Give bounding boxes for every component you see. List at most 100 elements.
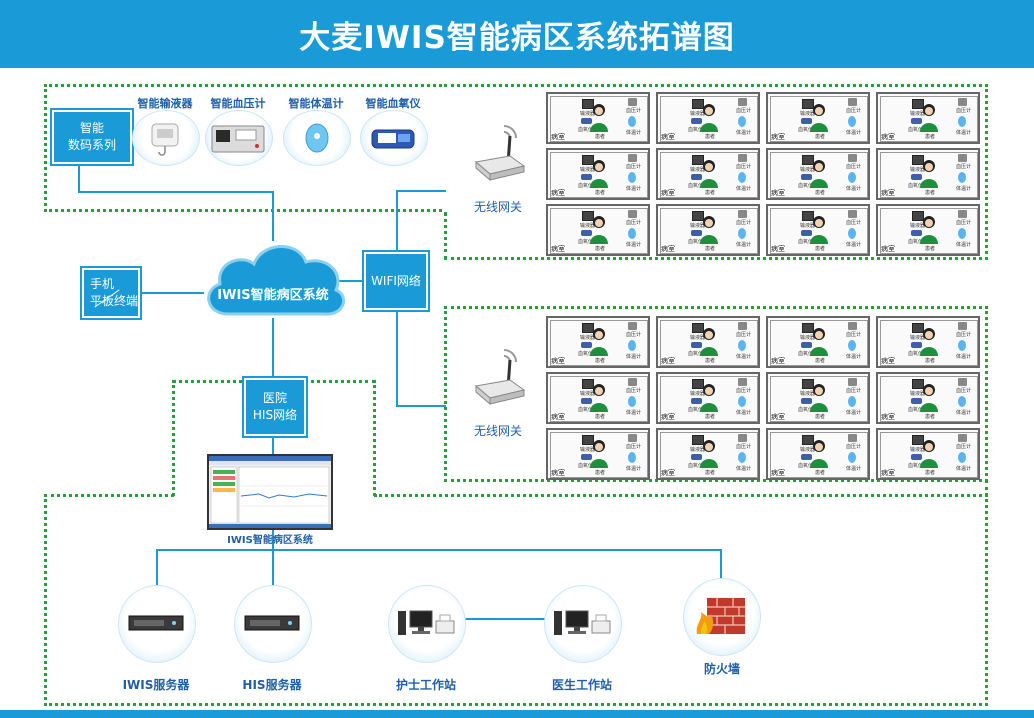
connector <box>78 191 274 193</box>
room-oxi-label: 血氧仪 <box>908 183 924 189</box>
thermometer-icon <box>848 396 856 407</box>
room-oxi-label: 血氧仪 <box>908 351 924 357</box>
blood-pressure-monitor-icon <box>848 378 857 386</box>
room-infusion-label: 输液器 <box>690 111 706 117</box>
room-infusion-label: 输液器 <box>800 111 816 117</box>
room-patient-label: 患者 <box>815 134 826 140</box>
ward-region-2-border <box>444 306 988 482</box>
room-wall <box>550 208 648 254</box>
room-name: 病室 <box>551 245 565 253</box>
room-oxi-label: 血氧仪 <box>578 127 594 133</box>
monitor-icon <box>692 155 704 165</box>
workstation-icon <box>552 605 614 641</box>
room-wall <box>660 432 758 478</box>
room-bp-label: 血压计 <box>736 164 752 170</box>
room-bp-label: 血压计 <box>956 444 972 450</box>
patient-icon <box>698 214 720 244</box>
thermometer-icon <box>848 452 856 463</box>
ward-room: 输液器血氧仪患者血压计体温计病室 <box>656 428 760 480</box>
monitor-icon <box>582 323 594 333</box>
room-infusion-label: 输液器 <box>800 447 816 453</box>
room-name: 病室 <box>771 413 785 421</box>
room-wall <box>880 208 978 254</box>
ward-region-2-left-up <box>444 212 447 260</box>
wifi-network-box[interactable]: WIFI网络 <box>364 252 428 310</box>
room-thermo-label: 体温计 <box>626 186 642 192</box>
room-oxi-label: 血氧仪 <box>688 239 704 245</box>
patient-icon <box>588 438 610 468</box>
ward-room: 输液器血氧仪患者血压计体温计病室 <box>766 428 870 480</box>
ward2-bottom-link <box>985 480 988 496</box>
ward-room: 输液器血氧仪患者血压计体温计病室 <box>656 372 760 424</box>
room-thermo-label: 体温计 <box>956 186 972 192</box>
monitor-icon <box>582 155 594 165</box>
room-bp-label: 血压计 <box>626 388 642 394</box>
blood-pressure-monitor-icon <box>848 434 857 442</box>
connector <box>272 318 274 378</box>
room-oxi-label: 血氧仪 <box>578 351 594 357</box>
infusion-pump-icon <box>911 118 922 124</box>
room-bp-label: 血压计 <box>626 220 642 226</box>
connector <box>720 549 722 579</box>
connector <box>462 618 546 620</box>
room-infusion-label: 输液器 <box>580 391 596 397</box>
lower-dotted-region <box>44 494 988 706</box>
room-name: 病室 <box>551 357 565 365</box>
room-bp-label: 血压计 <box>736 388 752 394</box>
room-thermo-label: 体温计 <box>736 130 752 136</box>
room-thermo-label: 体温计 <box>736 354 752 360</box>
thermometer-icon <box>738 116 746 127</box>
connector <box>396 405 446 407</box>
rack-server-icon <box>128 613 184 633</box>
connector <box>396 190 446 192</box>
room-name: 病室 <box>771 357 785 365</box>
blood-pressure-monitor-icon <box>628 434 637 442</box>
ward-room: 输液器血氧仪患者血压计体温计病室 <box>656 92 760 144</box>
patient-icon <box>808 102 830 132</box>
room-patient-label: 患者 <box>815 414 826 420</box>
smart-device-box[interactable]: 智能 数码系列 <box>52 110 132 164</box>
monitor-icon <box>912 99 924 109</box>
room-patient-label: 患者 <box>705 246 716 252</box>
infusion-pump-icon <box>801 398 812 404</box>
room-bp-label: 血压计 <box>846 220 862 226</box>
room-wall <box>880 432 978 478</box>
device-label: 智能血压计 <box>210 97 266 110</box>
infusion-pump-icon <box>691 454 702 460</box>
oximeter-icon <box>366 118 420 158</box>
room-name: 病室 <box>551 189 565 197</box>
ward-room: 输液器血氧仪患者血压计体温计病室 <box>546 428 650 480</box>
room-patient-label: 患者 <box>595 190 606 196</box>
room-wall <box>660 208 758 254</box>
infusion-pump-icon <box>691 174 702 180</box>
blood-pressure-monitor-icon <box>210 118 266 158</box>
infusion-pump-icon <box>581 398 592 404</box>
thermometer-icon <box>958 228 966 239</box>
thermometer-icon <box>628 396 636 407</box>
room-oxi-label: 血氧仪 <box>908 463 924 469</box>
blood-pressure-monitor-icon <box>958 378 967 386</box>
room-infusion-label: 输液器 <box>690 447 706 453</box>
mobile-line2: 平板终端 <box>90 294 139 308</box>
room-bp-label: 血压计 <box>736 108 752 114</box>
room-patient-label: 患者 <box>925 358 936 364</box>
monitor-icon <box>912 379 924 389</box>
room-infusion-label: 输液器 <box>580 167 596 173</box>
monitor-icon <box>802 211 814 221</box>
room-infusion-label: 输液器 <box>690 167 706 173</box>
monitor-icon <box>692 323 704 333</box>
blood-pressure-monitor-icon <box>848 98 857 106</box>
mobile-terminal-box[interactable]: 手机 平板终端 <box>82 268 140 318</box>
room-patient-label: 患者 <box>925 470 936 476</box>
room-patient-label: 患者 <box>595 134 606 140</box>
room-wall <box>880 376 978 422</box>
room-name: 病室 <box>661 189 675 197</box>
infusion-pump-icon <box>581 118 592 124</box>
room-wall <box>660 376 758 422</box>
room-bp-label: 血压计 <box>736 220 752 226</box>
room-patient-label: 患者 <box>595 358 606 364</box>
his-network-box[interactable]: 医院 HIS网络 <box>244 378 306 436</box>
room-patient-label: 患者 <box>595 470 606 476</box>
thermometer-icon <box>848 340 856 351</box>
patient-icon <box>918 438 940 468</box>
